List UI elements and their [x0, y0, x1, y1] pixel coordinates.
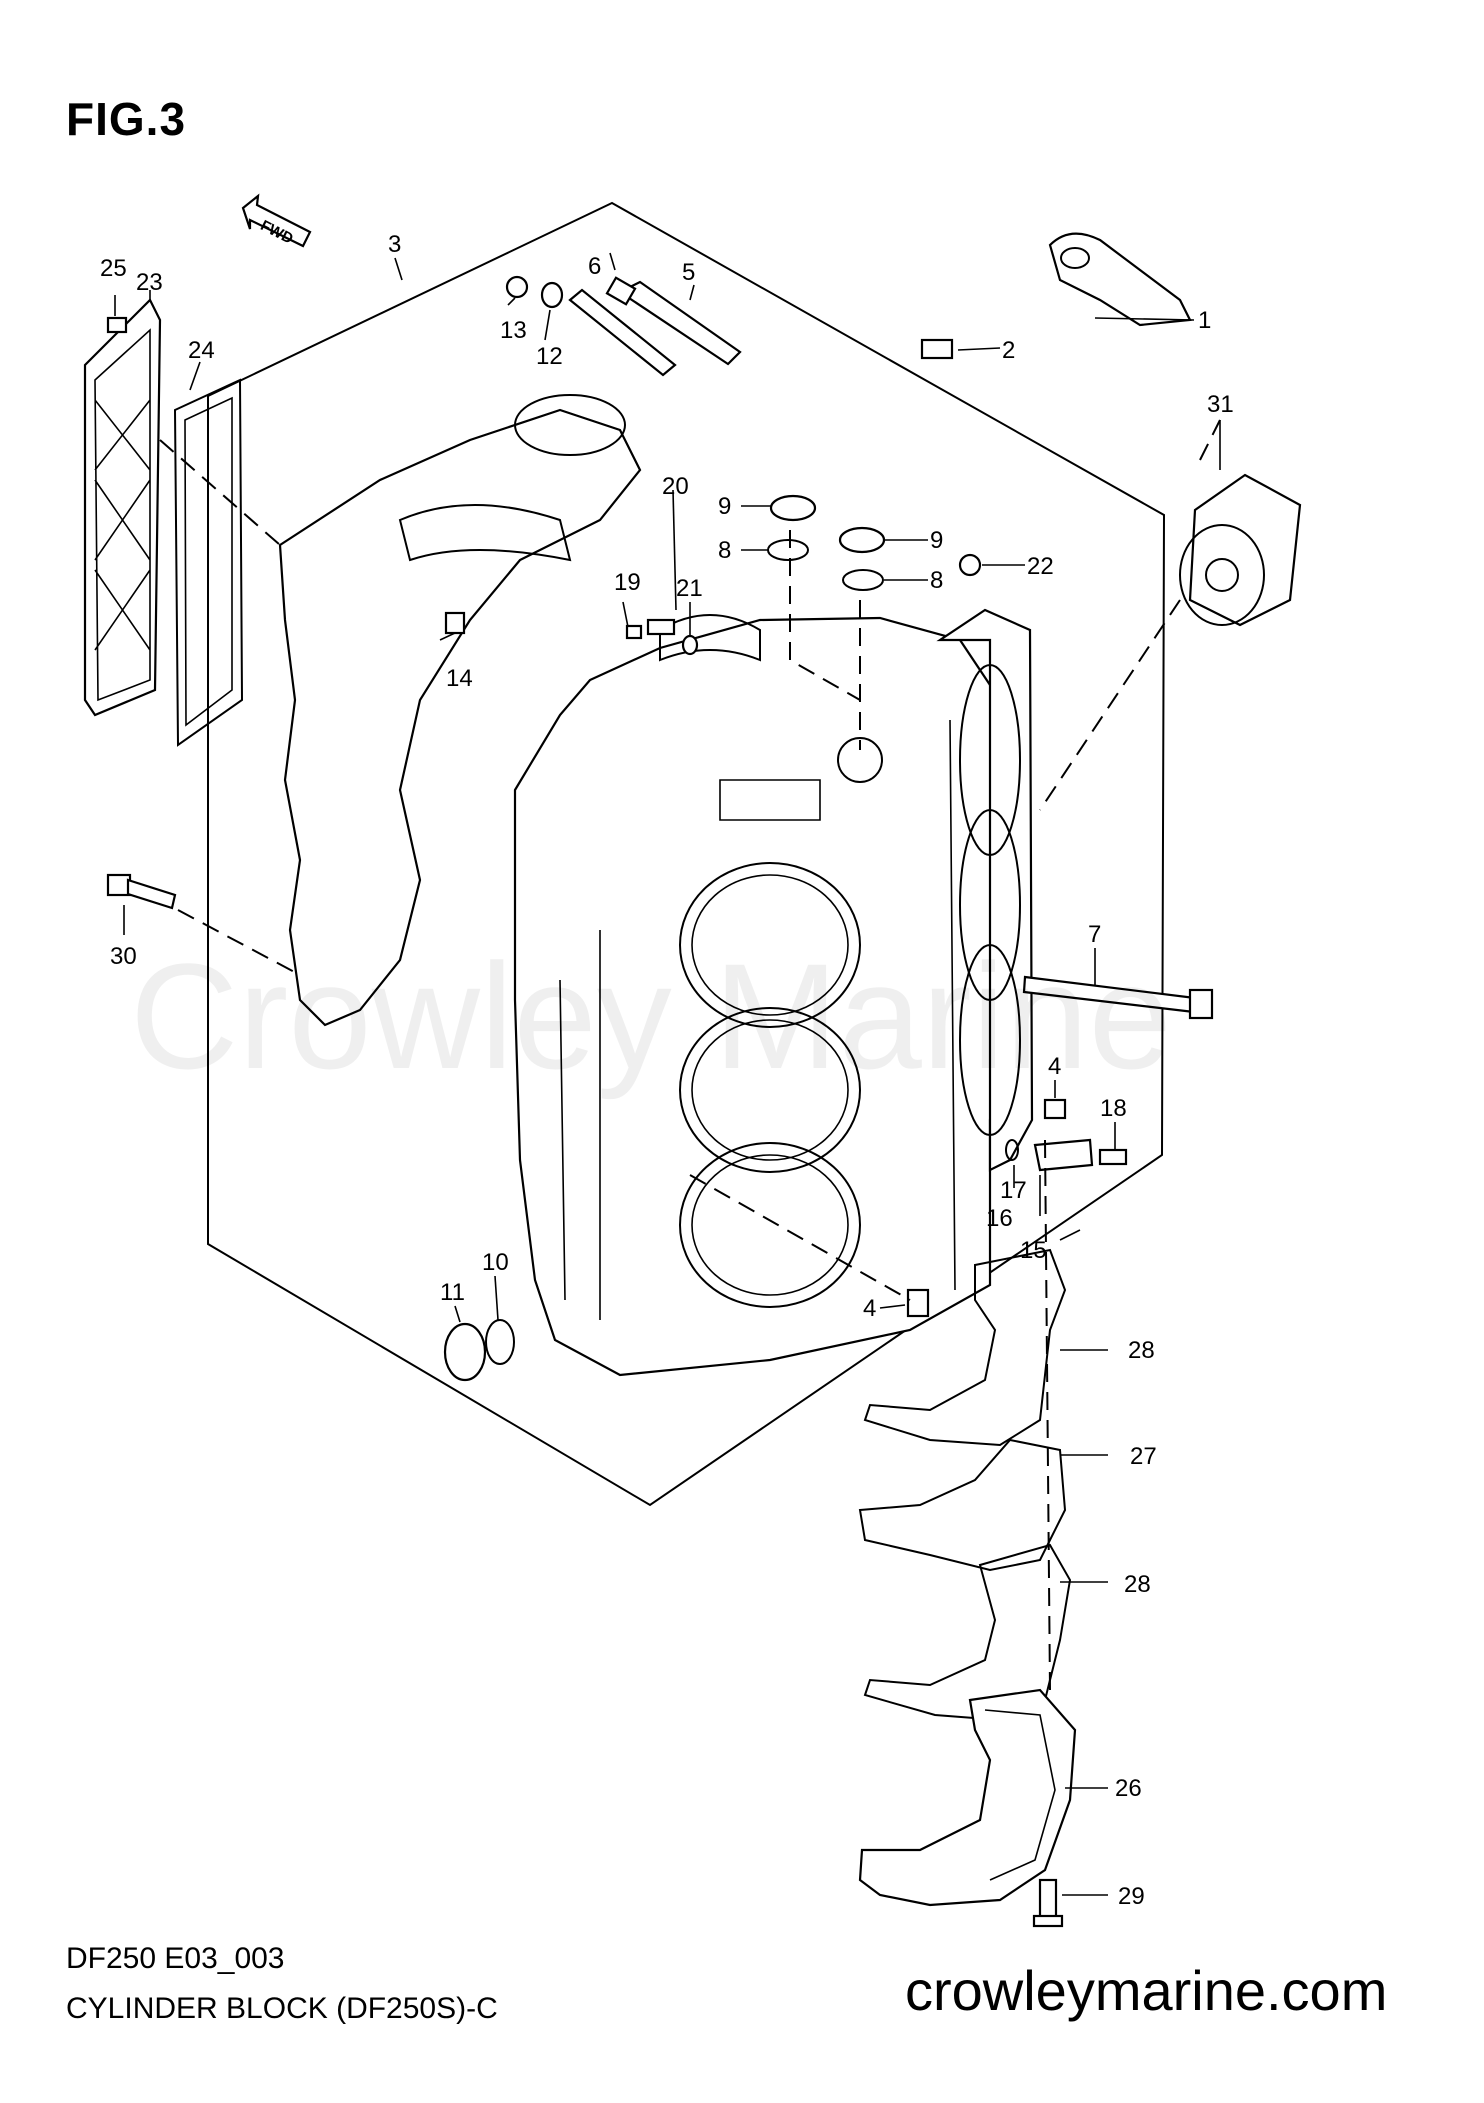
callout-26: 26 [1115, 1775, 1142, 1802]
diagram-title: CYLINDER BLOCK (DF250S)-C [66, 1992, 498, 2025]
bolt-7 [1022, 975, 1214, 1020]
callout-3: 3 [388, 231, 401, 258]
dowel-pin-14 [444, 611, 466, 635]
plug-11 [443, 1322, 487, 1382]
callout-27: 27 [1130, 1443, 1157, 1470]
gasket-27 [858, 1438, 1067, 1572]
bolt-2 [920, 338, 954, 360]
callout-10: 10 [482, 1249, 509, 1276]
callout-5: 5 [682, 259, 695, 286]
callout-19: 19 [614, 569, 641, 596]
callout-31: 31 [1207, 391, 1234, 418]
bolt-30 [106, 873, 177, 910]
screw-19 [625, 624, 643, 640]
figure-label: FIG.3 [66, 93, 187, 145]
callout-13: 13 [500, 317, 527, 344]
callout-4-b: 4 [863, 1295, 876, 1322]
callout-16: 16 [986, 1205, 1013, 1232]
exhaust-cover [83, 298, 162, 717]
engine-hanger-bracket [1048, 232, 1192, 327]
plug-9-b [838, 526, 886, 554]
website-link[interactable]: crowleymarine.com [905, 1959, 1388, 2022]
gasket-28-bottom [863, 1543, 1072, 1722]
callout-8-a: 8 [718, 537, 731, 564]
bolt-29 [1032, 1878, 1064, 1928]
washer-12 [540, 281, 564, 309]
oil-filter [1179, 473, 1302, 627]
clamp-20 [646, 618, 676, 636]
callout-15: 15 [1020, 1237, 1047, 1264]
callout-28-b: 28 [1124, 1571, 1151, 1598]
o-ring-17 [1005, 1139, 1019, 1161]
bolt-5 [605, 276, 742, 366]
callout-30: 30 [110, 943, 137, 970]
bolt-25 [106, 316, 128, 334]
callout-labels: 1 2 3 4 4 5 6 7 8 8 9 9 10 11 12 13 14 1… [100, 231, 1234, 1910]
callout-22: 22 [1027, 553, 1054, 580]
callout-8-b: 8 [930, 567, 943, 594]
callout-25: 25 [100, 255, 127, 282]
cylinder-block [278, 394, 1034, 1377]
callout-23: 23 [136, 269, 163, 296]
gasket-26 [858, 1688, 1077, 1907]
callout-14: 14 [446, 665, 473, 692]
callout-24: 24 [188, 337, 215, 364]
callout-28-a: 28 [1128, 1337, 1155, 1364]
o-ring-10 [485, 1319, 515, 1365]
callout-9-b: 9 [930, 527, 943, 554]
callout-12: 12 [536, 343, 563, 370]
callout-2: 2 [1002, 337, 1015, 364]
bolt-18 [1098, 1148, 1128, 1166]
callout-20: 20 [662, 473, 689, 500]
callout-17: 17 [1000, 1177, 1027, 1204]
gasket-28-top [863, 1248, 1067, 1447]
callout-18: 18 [1100, 1095, 1127, 1122]
callout-9-a: 9 [718, 493, 731, 520]
stud-6 [568, 288, 677, 377]
o-ring-8-a [767, 539, 809, 561]
callout-4-a: 4 [1048, 1053, 1061, 1080]
dowel-4-b [906, 1288, 930, 1318]
callout-11: 11 [440, 1279, 465, 1306]
alignment-lines [159, 419, 1221, 1691]
leader-lines [114, 252, 1221, 1896]
watermark: Crowley Marine [130, 932, 1172, 1100]
callout-7: 7 [1088, 921, 1101, 948]
model-code: DF250 E03_003 [66, 1942, 285, 1975]
nut-13 [505, 275, 529, 299]
sensor-16 [1033, 1138, 1094, 1172]
exhaust-cover-gasket [173, 378, 244, 747]
assembly-outline [207, 201, 1166, 1507]
o-ring-8-b [842, 569, 884, 591]
callout-29: 29 [1118, 1883, 1145, 1910]
dowel-4-a [1043, 1098, 1067, 1120]
callout-1: 1 [1198, 307, 1211, 334]
washer-21 [681, 634, 699, 656]
plug-22 [958, 553, 982, 577]
fwd-arrow-icon: FWD [241, 193, 312, 248]
callout-21: 21 [676, 575, 703, 602]
callout-6: 6 [588, 253, 601, 280]
plug-9-a [769, 494, 817, 522]
